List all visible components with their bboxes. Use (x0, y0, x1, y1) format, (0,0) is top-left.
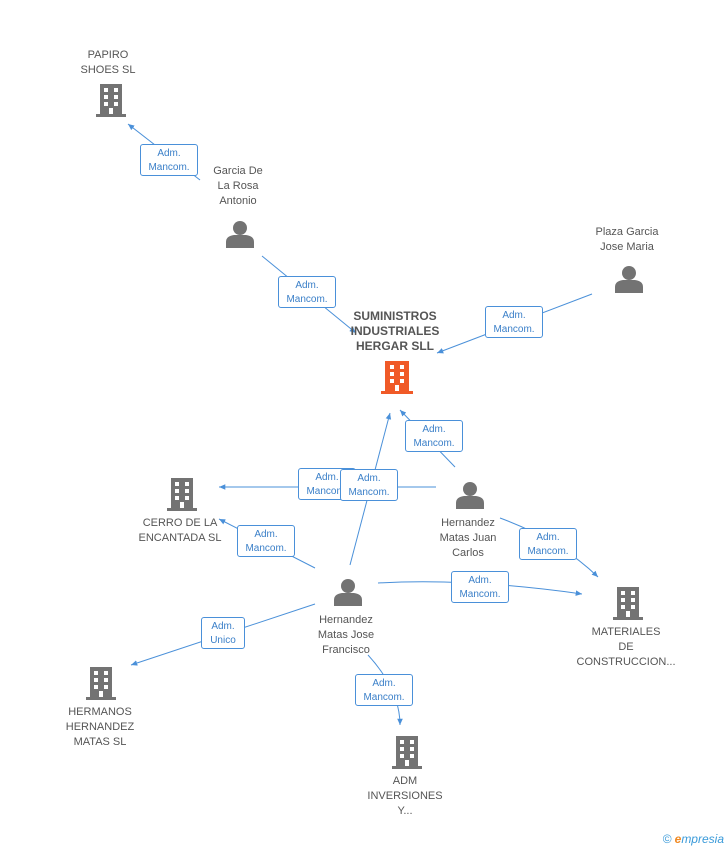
edge-label-hmjf-materiales: Adm. Mancom. (451, 571, 509, 603)
node-label-cerro[interactable]: CERRO DE LA ENCANTADA SL (138, 517, 222, 544)
node-label-plaza[interactable]: Plaza Garcia Jose Maria (595, 226, 659, 253)
building-icon-hermanos[interactable] (86, 667, 116, 700)
node-label-adm-inversiones[interactable]: ADM INVERSIONES Y... (367, 775, 443, 817)
node-label-hmjf[interactable]: Hernandez Matas Jose Francisco (317, 614, 375, 656)
node-label-hermanos[interactable]: HERMANOS HERNANDEZ MATAS SL (65, 706, 135, 748)
building-icon-adm-inversiones[interactable] (392, 736, 422, 769)
node-label-papiro[interactable]: PAPIRO SHOES SL (80, 49, 136, 76)
building-icon-materiales[interactable] (613, 587, 643, 620)
building-icon-cerro[interactable] (167, 478, 197, 511)
node-label-hmjc[interactable]: Hernandez Matas Juan Carlos (439, 517, 497, 559)
person-icon-garcia[interactable] (226, 221, 254, 248)
edge-label-garcia-papiro: Adm. Mancom. (140, 144, 198, 176)
node-label-center[interactable]: SUMINISTROS INDUSTRIALES HERGAR SLL (350, 309, 440, 353)
node-label-garcia[interactable]: Garcia De La Rosa Antonio (213, 165, 263, 207)
building-icon-center[interactable] (381, 361, 413, 394)
copyright-icon: © (662, 832, 672, 846)
brand-name: mpresia (681, 832, 724, 846)
edge-label-hmjc-materiales: Adm. Mancom. (519, 528, 577, 560)
edge-label-plaza-center: Adm. Mancom. (485, 306, 543, 338)
edge-label-garcia-center: Adm. Mancom. (278, 276, 336, 308)
person-icon-hmjf[interactable] (334, 579, 362, 606)
edge-label-hmjf-hermanos: Adm. Unico (201, 617, 245, 649)
building-icon-papiro[interactable] (96, 84, 126, 117)
person-icon-hmjc[interactable] (456, 482, 484, 509)
brand-e-logo: e (674, 832, 682, 846)
edge-label-hmjf-adm: Adm. Mancom. (355, 674, 413, 706)
node-label-materiales[interactable]: MATERIALES DE CONSTRUCCION... (576, 626, 676, 668)
empresia-brand[interactable]: ©empresia (663, 832, 724, 846)
person-icon-plaza[interactable] (615, 266, 643, 293)
edge-label-hmjf-center: Adm. Mancom. (340, 469, 398, 501)
edge-label-hmjc-center: Adm. Mancom. (405, 420, 463, 452)
edge-label-hmjf-cerro: Adm. Mancom. (237, 525, 295, 557)
